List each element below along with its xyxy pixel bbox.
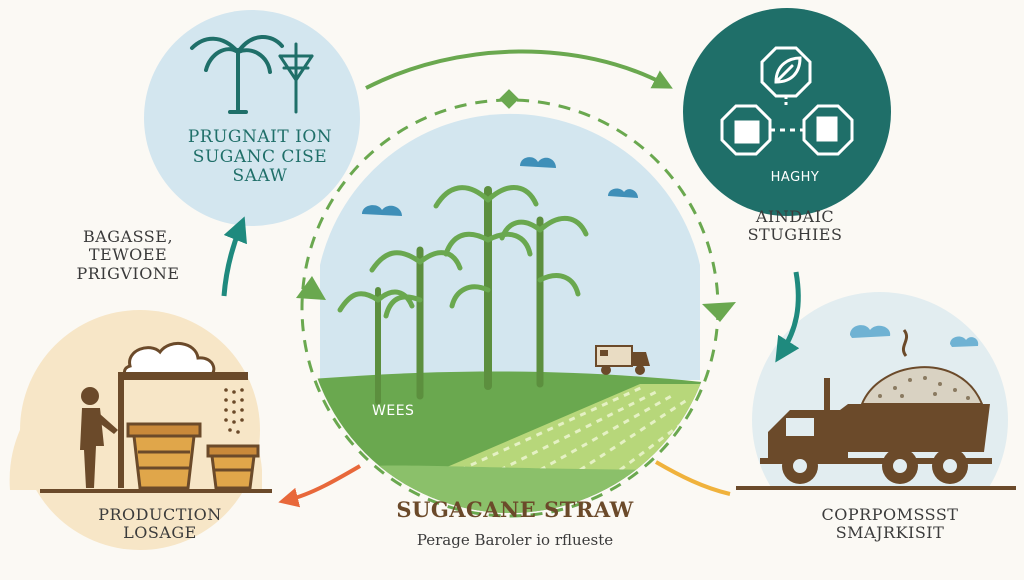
ring-arrow-right	[702, 302, 736, 322]
compost-stage	[736, 292, 1024, 576]
planting-label-line: SUGANC CISE	[192, 146, 328, 167]
sky-clouds	[362, 157, 638, 216]
compost-label: COPRPOMSSST SMAJRKISIT	[790, 505, 990, 543]
anaerobic-label: AINDAIC STUGHIES	[720, 207, 870, 245]
spray-drops	[224, 388, 244, 434]
arrow-bagasse-to-planting	[221, 216, 247, 297]
small-basket-icon	[206, 444, 260, 490]
compost-label-line: SMAJRKISIT	[835, 523, 945, 543]
cloud-icon	[118, 342, 248, 488]
dump-truck-icon	[760, 366, 992, 484]
cloud-icon	[850, 325, 891, 338]
compost-label-line: COPRPOMSSST	[821, 505, 959, 524]
diagram-title: SUGACANE STRAW	[396, 497, 634, 522]
production-label-line: LOSAGE	[123, 523, 197, 543]
planting-label-line: SAAW	[232, 166, 288, 187]
cloud-icon	[950, 336, 979, 347]
anaerobic-label-line: AINDAIC	[755, 207, 835, 226]
diagram-subtitle: Perage Baroler io rflueste	[416, 531, 614, 549]
bagasse-label-line: BAGASSE,	[82, 227, 174, 246]
sugarcane-plants	[337, 185, 589, 405]
ring-arrow-left	[296, 276, 326, 300]
planting-label-line: PRUGNAIT ION	[187, 127, 333, 147]
planting-label: PRUGNAIT ION SUGANC CISE SAAW	[170, 127, 350, 187]
small-truck-icon	[595, 345, 650, 375]
container-octagon-icon	[802, 104, 854, 156]
arrow-anaerobic-to-compost	[775, 271, 801, 363]
production-label: PRODUCTION LOSAGE	[80, 505, 240, 543]
field-label: WEES	[372, 403, 415, 419]
production-stage	[9, 310, 272, 550]
utility-pole-icon	[278, 42, 314, 114]
sugarcane-field-scene	[305, 103, 715, 513]
arrow-center-to-compost	[654, 460, 731, 496]
smoke-icon	[901, 329, 909, 357]
production-label-line: PRODUCTION	[98, 505, 222, 524]
anaerobic-label-line: STUGHIES	[747, 225, 843, 245]
arrow-center-to-production	[278, 464, 362, 508]
factory-octagon-icon	[720, 104, 772, 156]
haghy-stage	[683, 8, 891, 216]
bagasse-label: BAGASSE, TEWOEE PRIGVIONE	[58, 227, 198, 283]
bagasse-label-line: PRIGVIONE	[76, 263, 180, 283]
bagasse-label-line: TEWOEE	[88, 245, 168, 265]
haghy-label: HAGHY	[770, 170, 820, 185]
arrow-planting-to-haghy	[365, 49, 673, 90]
planting-stage	[144, 10, 360, 226]
palm-tree-icon	[190, 35, 284, 114]
worker-icon	[80, 387, 118, 488]
leaf-octagon-icon	[760, 46, 812, 98]
large-basket-icon	[126, 422, 202, 490]
